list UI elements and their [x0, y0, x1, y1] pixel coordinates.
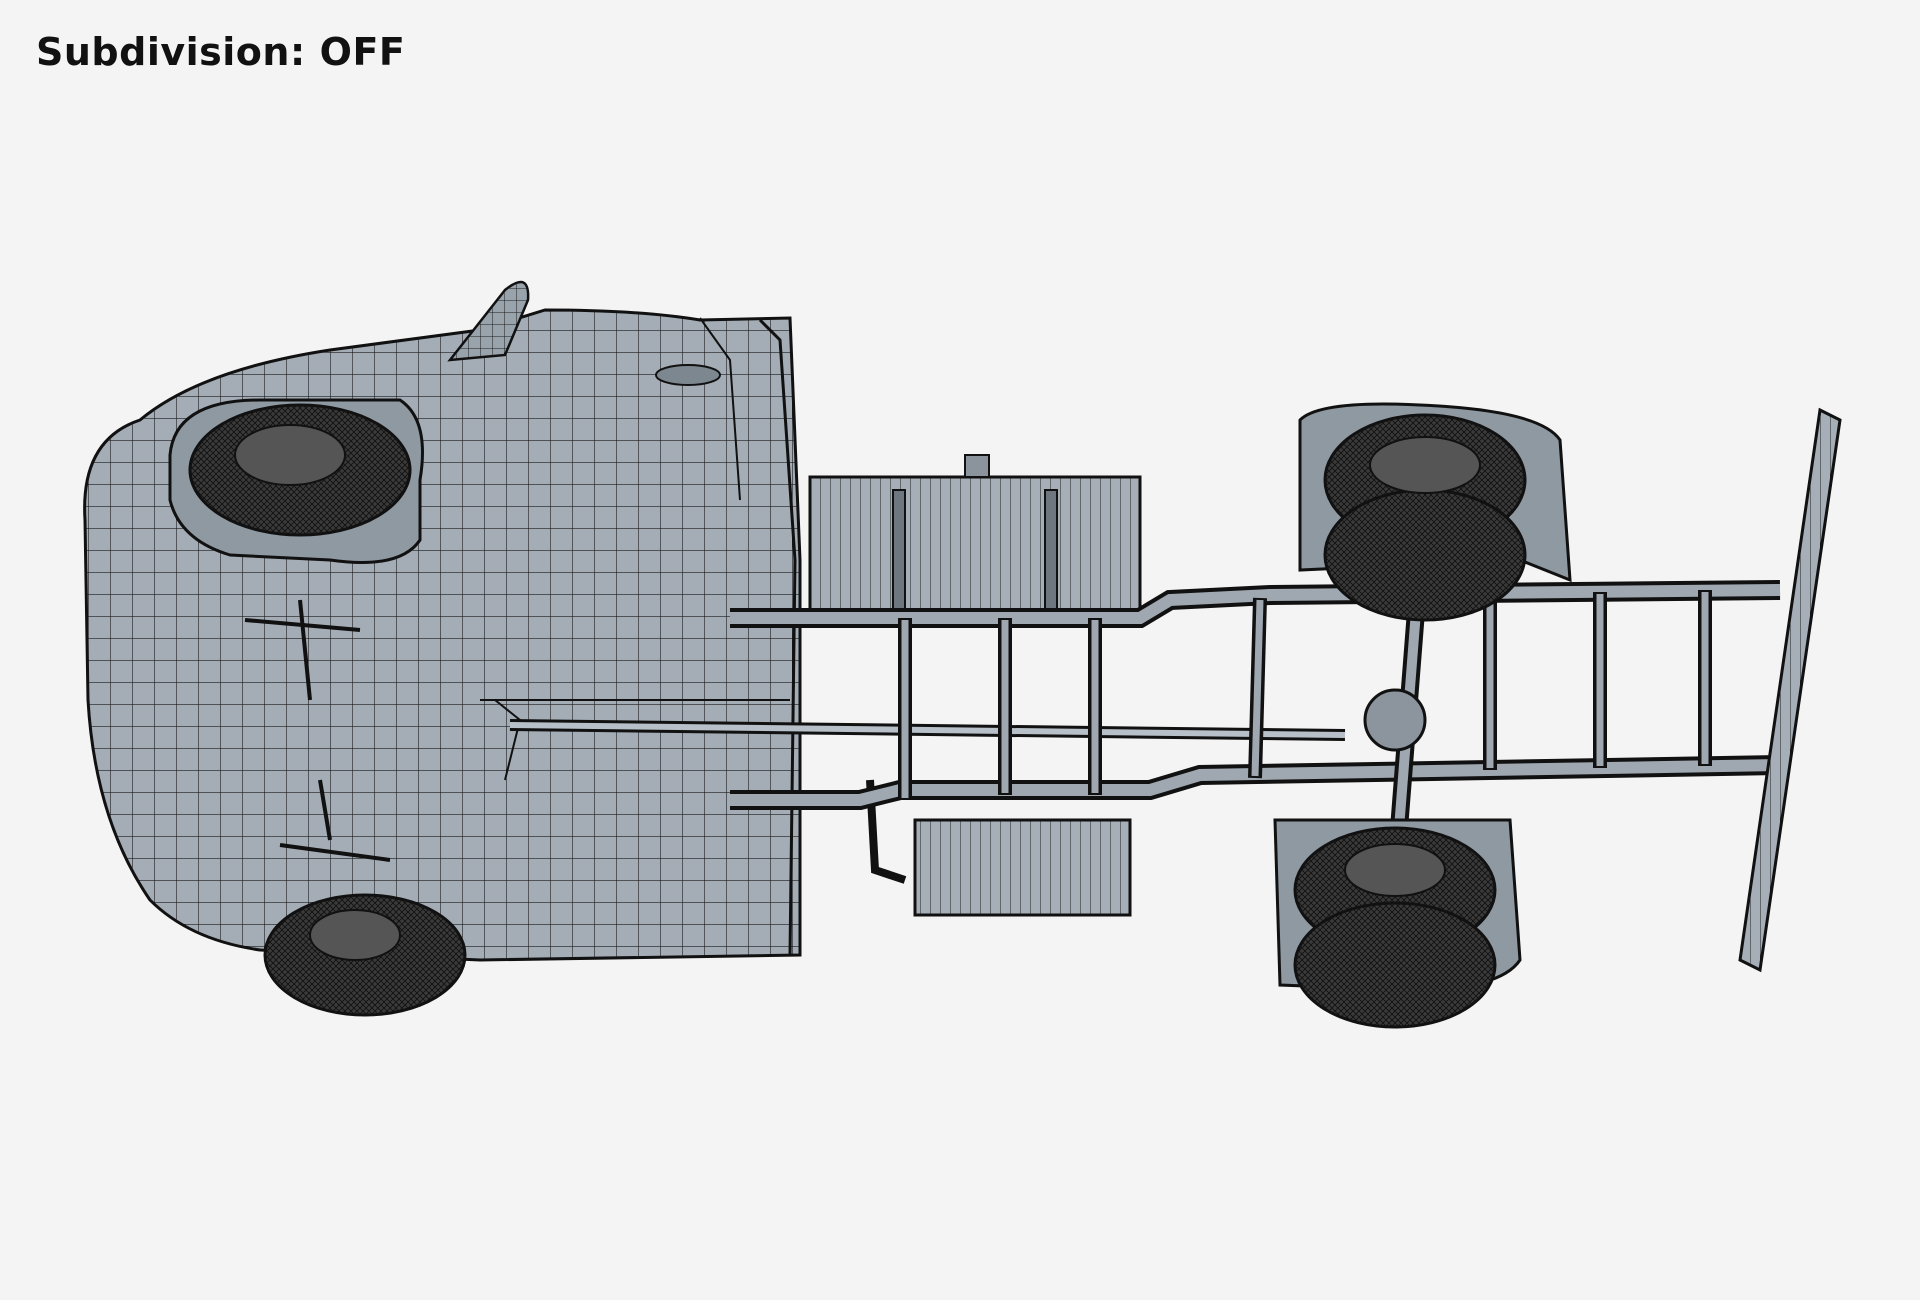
subdivision-status-label: Subdivision: OFF [36, 30, 405, 74]
front-wheel-lower [263, 893, 467, 1017]
battery-box [866, 779, 1132, 917]
fuel-tank [808, 454, 1142, 621]
side-mirror [447, 280, 530, 362]
rear-wheels-lower [1273, 818, 1522, 1029]
front-wheel-upper [168, 398, 424, 564]
subdivision-label: Subdivision: [36, 30, 306, 74]
chassis-frame [509, 407, 1842, 973]
fuel-cap [655, 364, 721, 386]
front-suspension [244, 599, 391, 862]
subdivision-state: OFF [319, 30, 406, 74]
cab [83, 280, 802, 962]
rear-wheels-upper [1298, 402, 1572, 622]
